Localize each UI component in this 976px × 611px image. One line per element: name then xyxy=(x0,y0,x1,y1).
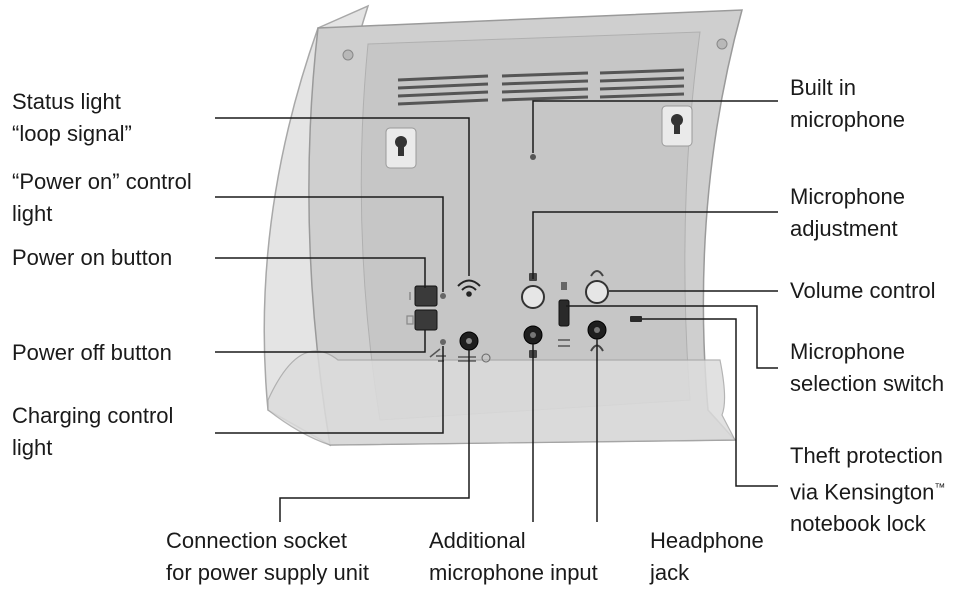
label-status-light-line2: “loop signal” xyxy=(12,121,132,146)
label-power-on-light: “Power on” control light xyxy=(12,166,192,230)
label-built-in-mic-line1: Built in xyxy=(790,75,857,100)
charging-light-led xyxy=(440,339,446,345)
leader-mic-adjustment xyxy=(532,211,778,279)
microphone-selection-switch xyxy=(558,299,570,327)
device-base xyxy=(267,350,736,446)
power-on-button xyxy=(414,285,438,307)
label-theft-protection-line3: notebook lock xyxy=(790,511,926,537)
label-power-socket: Connection socket for power supply unit xyxy=(166,525,369,589)
label-additional-mic: Additional microphone input xyxy=(429,525,598,589)
leader-power-on-button xyxy=(215,257,426,288)
built-in-microphone-icon xyxy=(530,154,536,160)
screw-top-left xyxy=(342,49,354,61)
leader-theft-protection xyxy=(642,318,778,487)
label-mic-switch-line2: selection switch xyxy=(790,371,945,396)
leader-power-off-button xyxy=(215,330,426,353)
leader-lines xyxy=(215,100,778,522)
label-status-light-line1: Status light xyxy=(12,89,121,114)
label-volume-control: Volume control xyxy=(790,275,936,307)
wall-mount-right xyxy=(661,105,693,147)
label-mic-adjustment: Microphone adjustment xyxy=(790,181,905,245)
leader-built-in-mic xyxy=(532,100,778,153)
leader-power-socket xyxy=(279,350,470,522)
label-built-in-mic-line2: microphone xyxy=(790,107,905,132)
label-theft-protection-line1: Theft protection xyxy=(790,443,943,468)
label-theft-protection: Theft protection via Kensington™ noteboo… xyxy=(790,440,945,540)
power-off-symbol xyxy=(406,315,414,325)
loop-signal-icon xyxy=(457,279,481,297)
label-mic-adjustment-line1: Microphone xyxy=(790,184,905,209)
label-power-on-button: Power on button xyxy=(12,242,172,274)
label-headphone-jack-line2: jack xyxy=(650,560,690,585)
wall-mount-left xyxy=(385,127,417,169)
label-additional-mic-line1: Additional xyxy=(429,528,526,553)
label-theft-protection-line2: via Kensington xyxy=(790,479,935,505)
label-power-socket-line2: for power supply unit xyxy=(166,560,369,585)
label-volume-control-line1: Volume control xyxy=(790,278,936,303)
label-additional-mic-line2: microphone input xyxy=(429,560,598,585)
volume-control-knob xyxy=(585,280,609,304)
label-headphone-jack: Headphone jack xyxy=(650,525,764,589)
label-mic-adjustment-line2: adjustment xyxy=(790,216,898,241)
label-mic-switch-line1: Microphone xyxy=(790,339,905,364)
leader-power-on-light xyxy=(215,196,444,292)
status-light-led xyxy=(440,293,446,299)
polarity-symbol xyxy=(481,353,491,363)
power-socket xyxy=(459,331,479,351)
label-charging-light-line1: Charging control xyxy=(12,403,174,428)
switch-marker-top xyxy=(561,282,567,290)
switch-marker-bottom xyxy=(558,339,570,347)
label-status-light: Status light “loop signal” xyxy=(12,86,132,150)
trademark-symbol: ™ xyxy=(934,482,946,494)
headphone-jack-inner xyxy=(594,327,600,333)
label-charging-light: Charging control light xyxy=(12,400,173,464)
microphone-adjustment-knob xyxy=(521,285,545,309)
kensington-slot xyxy=(630,316,642,322)
label-mic-switch: Microphone selection switch xyxy=(790,336,944,400)
label-theft-protection-line2-wrap: via Kensington™ xyxy=(790,472,945,508)
volume-headphone-symbol xyxy=(590,270,604,277)
label-power-on-light-line2: light xyxy=(12,201,53,226)
label-built-in-mic: Built in microphone xyxy=(790,72,905,136)
ventilation-slots xyxy=(397,68,685,106)
label-power-off-button-line1: Power off button xyxy=(12,340,172,365)
additional-microphone-jack-inner xyxy=(530,332,536,338)
dc-symbol xyxy=(458,356,476,362)
label-charging-light-line2: light xyxy=(12,435,53,460)
leader-charging-light xyxy=(215,346,444,434)
leader-status-light xyxy=(215,117,470,276)
label-power-off-button: Power off button xyxy=(12,337,172,369)
label-power-on-button-line1: Power on button xyxy=(12,245,173,270)
label-headphone-jack-line1: Headphone xyxy=(650,528,764,553)
screw-top-right xyxy=(716,38,728,50)
power-off-button xyxy=(414,309,438,331)
label-power-socket-line1: Connection socket xyxy=(166,528,347,553)
label-power-on-light-line1: “Power on” control xyxy=(12,169,192,194)
leader-mic-switch xyxy=(566,305,778,369)
